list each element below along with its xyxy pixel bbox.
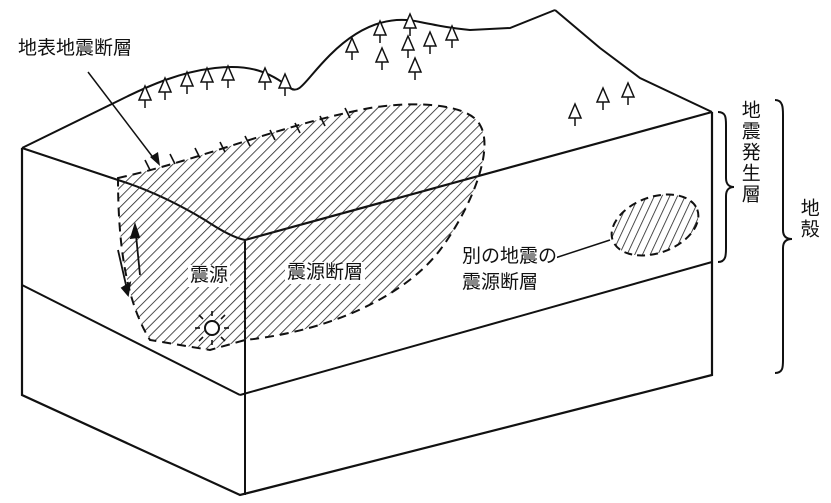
layer-boundary-left bbox=[21, 284, 241, 396]
crust-label: 地殻 bbox=[797, 198, 820, 240]
surface-fault-leader bbox=[87, 71, 156, 161]
surface-fault-label: 地表地震断層 bbox=[18, 37, 133, 59]
hypocenter-label: 震源 bbox=[188, 264, 231, 287]
seismogenic-layer-label: 地震発生層 bbox=[738, 100, 761, 205]
source-fault-area bbox=[116, 103, 486, 352]
hill-ridge-left bbox=[21, 9, 556, 149]
slip-arrows-icon bbox=[117, 222, 141, 298]
other-source-fault bbox=[610, 193, 700, 257]
top-back-edge-right bbox=[554, 9, 713, 113]
source-fault-label: 震源断層 bbox=[285, 261, 366, 284]
surface-fault-teeth bbox=[144, 107, 351, 171]
tree-icons bbox=[137, 12, 636, 126]
hypocenter-star-icon bbox=[195, 311, 229, 345]
crust-brace bbox=[774, 99, 793, 374]
other-source-label-line2: 震源断層 bbox=[462, 271, 539, 294]
seismogenic-layer-brace bbox=[717, 111, 735, 263]
other-source-label-line1: 別の地震の bbox=[462, 245, 558, 268]
other-fault-leader bbox=[554, 239, 611, 259]
front-face-outline bbox=[20, 112, 714, 497]
layer-boundary-right bbox=[239, 261, 713, 396]
